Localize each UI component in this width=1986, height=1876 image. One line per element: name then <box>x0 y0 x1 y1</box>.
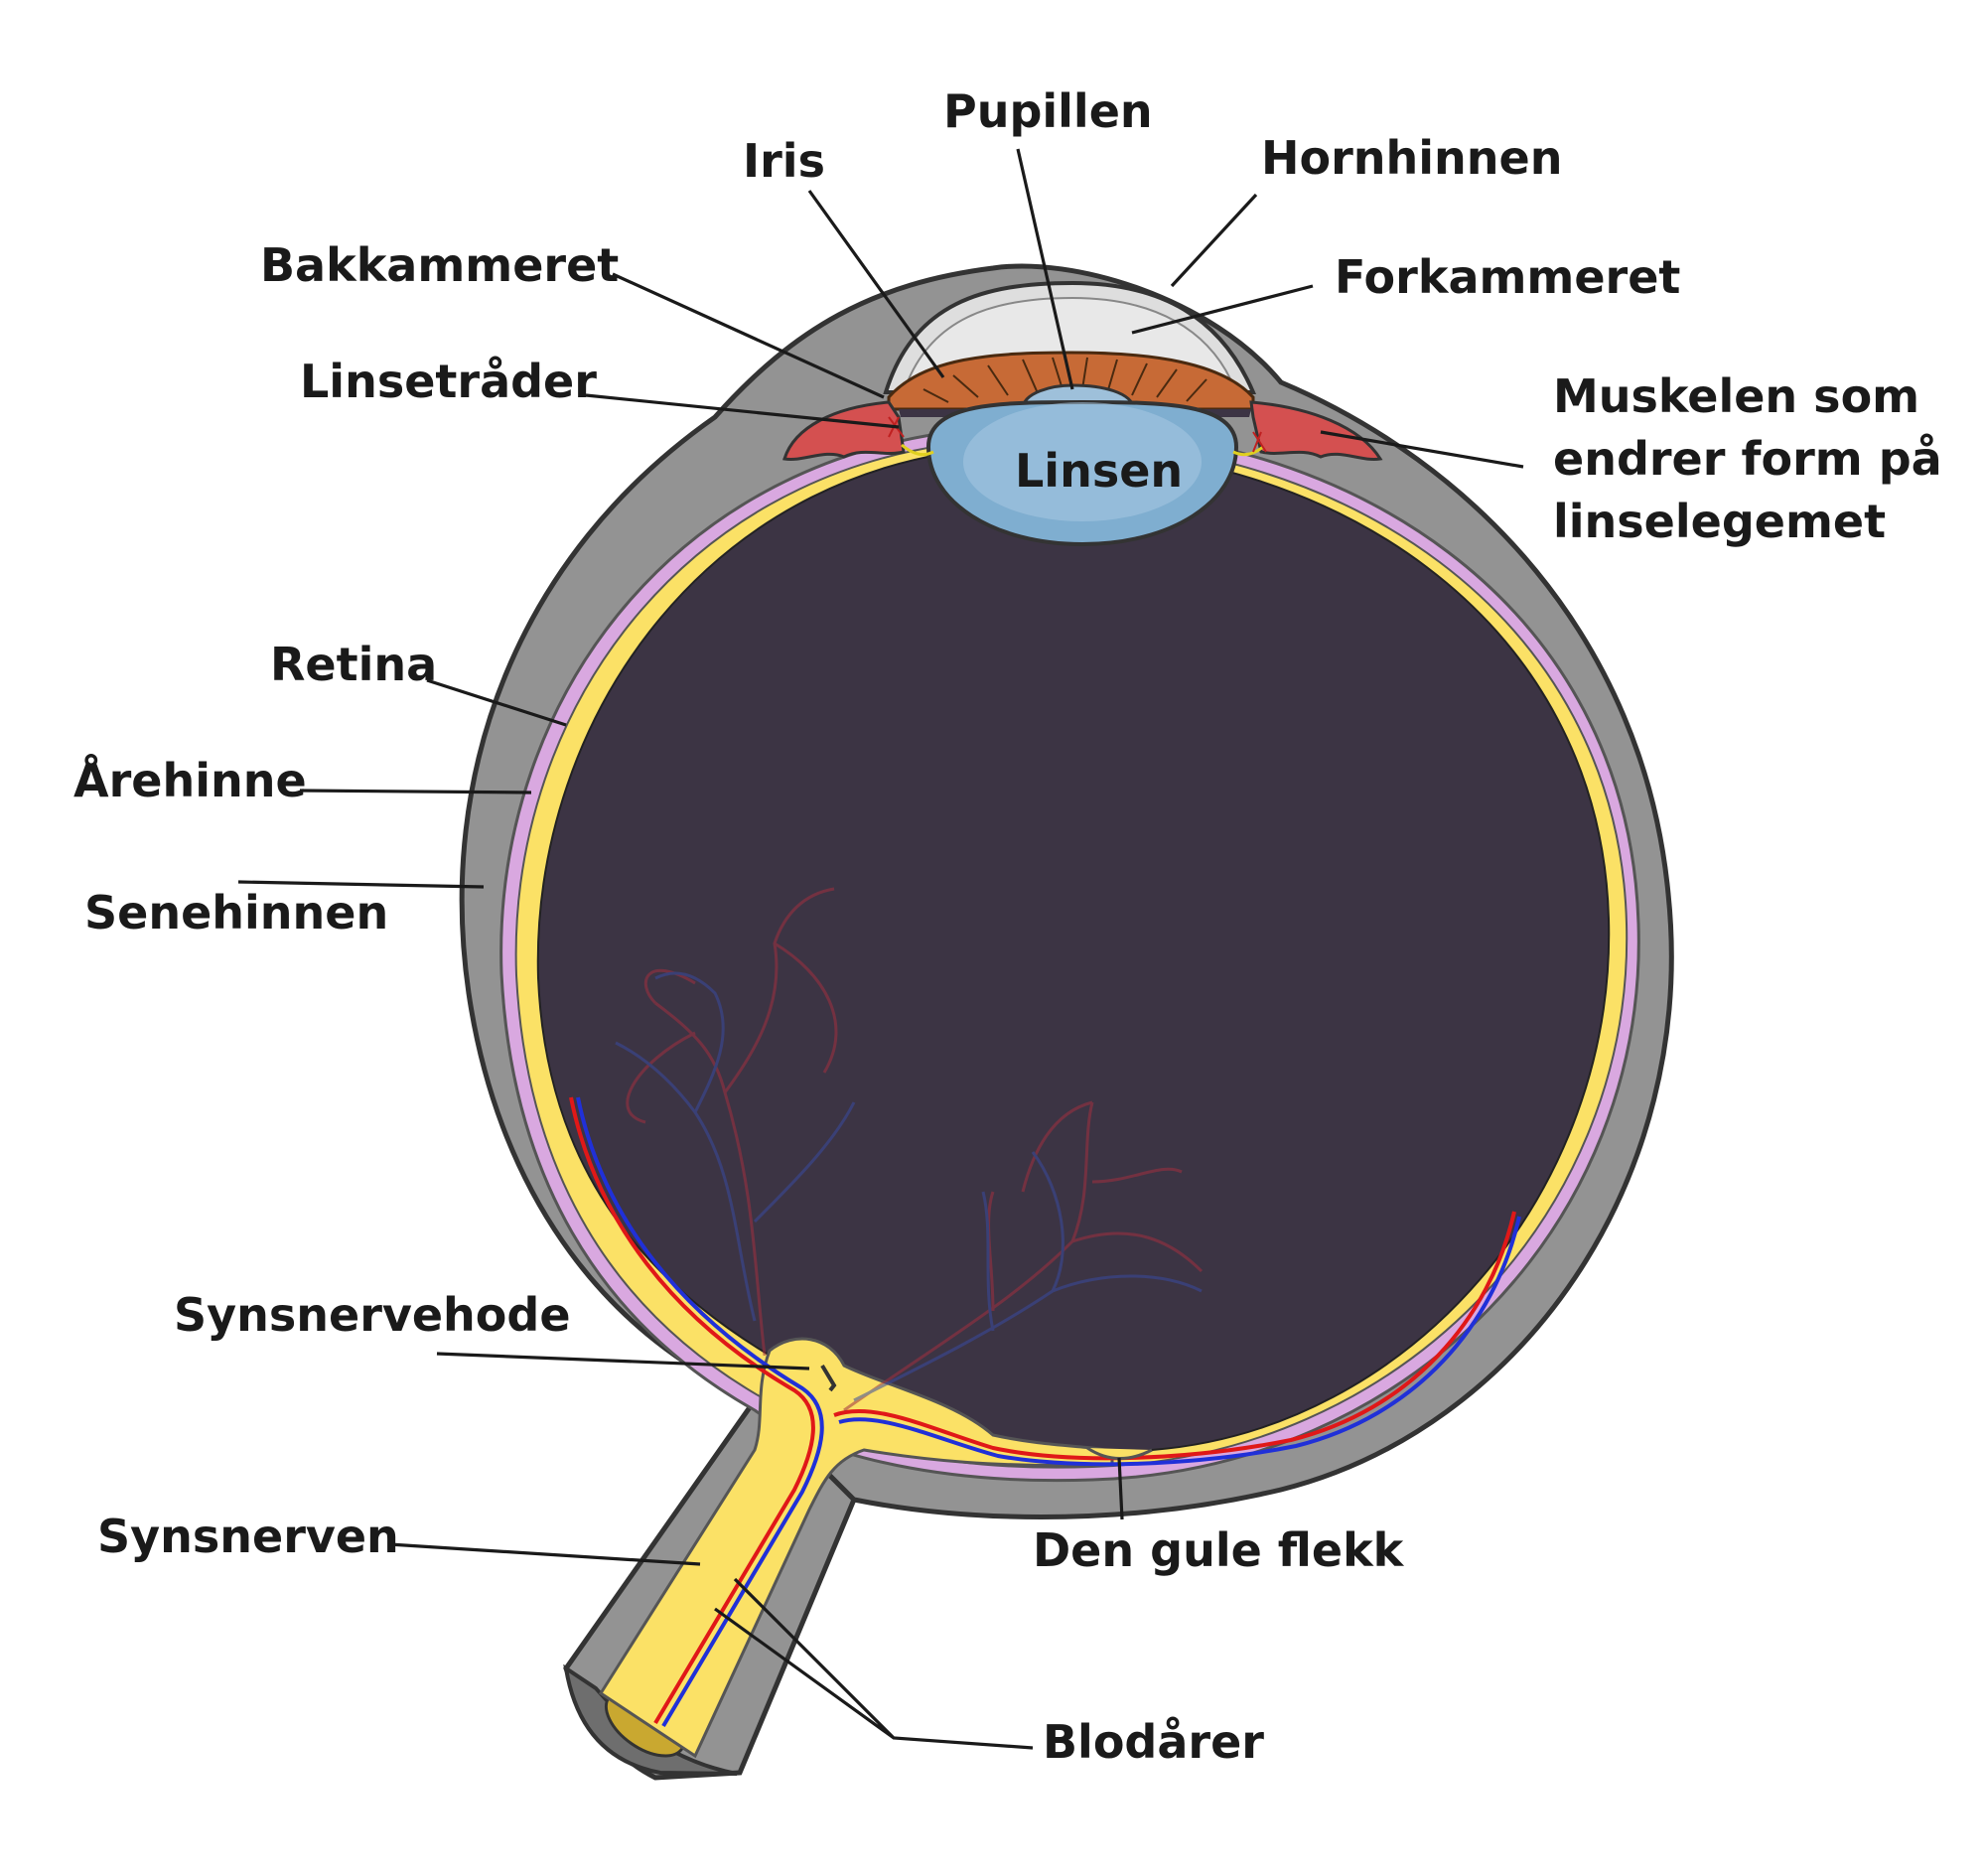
label-cornea: Hornhinnen <box>1261 131 1563 185</box>
vessel-branch <box>654 971 725 1113</box>
zonule-left <box>901 443 934 457</box>
lens-highlight <box>963 402 1202 521</box>
leader-lines <box>237 148 1524 1750</box>
leader-posterior-chamber <box>612 272 885 399</box>
leader-iris <box>807 190 945 378</box>
label-pupil: Pupillen <box>943 84 1153 138</box>
retinal-vein-left <box>576 1096 824 1728</box>
iris-striations <box>922 357 1207 403</box>
vessel-branch <box>753 1101 856 1224</box>
optic-disc <box>820 1364 837 1392</box>
leader-retina <box>426 678 567 727</box>
ligament-mark <box>1252 431 1267 453</box>
leader-optic-nerve <box>388 1542 701 1566</box>
vessel-branch <box>1021 1100 1093 1193</box>
vessel-branch <box>1052 1274 1203 1293</box>
label-iris: Iris <box>743 134 825 188</box>
retinal-vein-right <box>838 1216 1521 1467</box>
vessel-branch <box>626 1031 696 1124</box>
leader-sclera <box>237 880 485 889</box>
label-zonular-fibers: Linsetråder <box>300 355 597 408</box>
zonule-right <box>1232 445 1264 457</box>
vessel-branch <box>654 1001 767 1357</box>
leader-optic-disc <box>436 1352 810 1371</box>
vessel-branch <box>981 1191 995 1332</box>
label-sclera: Senehinnen <box>84 886 388 939</box>
label-lens: Linsen <box>1015 444 1183 498</box>
labels: Pupillen Iris Hornhinnen Bakkammeret For… <box>73 84 1942 1769</box>
label-choroid: Årehinne <box>73 754 307 807</box>
label-optic-nerve: Synsnerven <box>97 1510 399 1563</box>
label-ciliary-muscle-line1: Muskelen som <box>1553 369 1919 423</box>
eyeball <box>459 263 1674 1781</box>
retinal-artery-right <box>833 1211 1516 1461</box>
vessel-branch <box>774 941 838 1074</box>
label-ciliary-muscle-line3: linselegemet <box>1553 495 1886 548</box>
anterior-segment <box>782 280 1383 547</box>
leader-anterior-chamber <box>1131 284 1314 335</box>
vitreous-body <box>536 445 1611 1460</box>
vessel-branch <box>1091 1167 1183 1184</box>
label-ciliary-muscle-line2: endrer form på <box>1553 432 1942 486</box>
label-blood-vessels: Blodårer <box>1043 1715 1264 1769</box>
retinal-artery-left <box>569 1096 815 1725</box>
label-retina: Retina <box>270 638 437 691</box>
vessel-branch <box>853 1151 1064 1402</box>
vessel-branch <box>723 887 835 1093</box>
leader-pupil <box>1016 148 1074 390</box>
leader-macula <box>1117 1457 1124 1520</box>
ciliary-muscle-left <box>782 400 906 461</box>
blood-vessels <box>569 1096 1521 1728</box>
zonular-fibers <box>901 443 1264 457</box>
leader-cornea <box>1170 193 1258 288</box>
leader-choroid <box>299 789 532 794</box>
vessel-branch <box>644 968 696 1005</box>
leader-zonular-fibers <box>585 393 900 429</box>
ciliary-muscle-right <box>1249 400 1383 461</box>
retinal-vessel-network <box>615 887 1204 1412</box>
label-posterior-chamber: Bakkammeret <box>260 238 619 292</box>
leader-blood-vessels <box>714 1577 1034 1750</box>
label-macula: Den gule flekk <box>1033 1523 1405 1577</box>
vessel-branch <box>615 1041 757 1322</box>
vessel-branch <box>1071 1231 1204 1273</box>
label-optic-disc: Synsnervehode <box>174 1288 571 1342</box>
label-anterior-chamber: Forkammeret <box>1335 250 1680 304</box>
leader-ciliary-muscle <box>1320 430 1524 469</box>
